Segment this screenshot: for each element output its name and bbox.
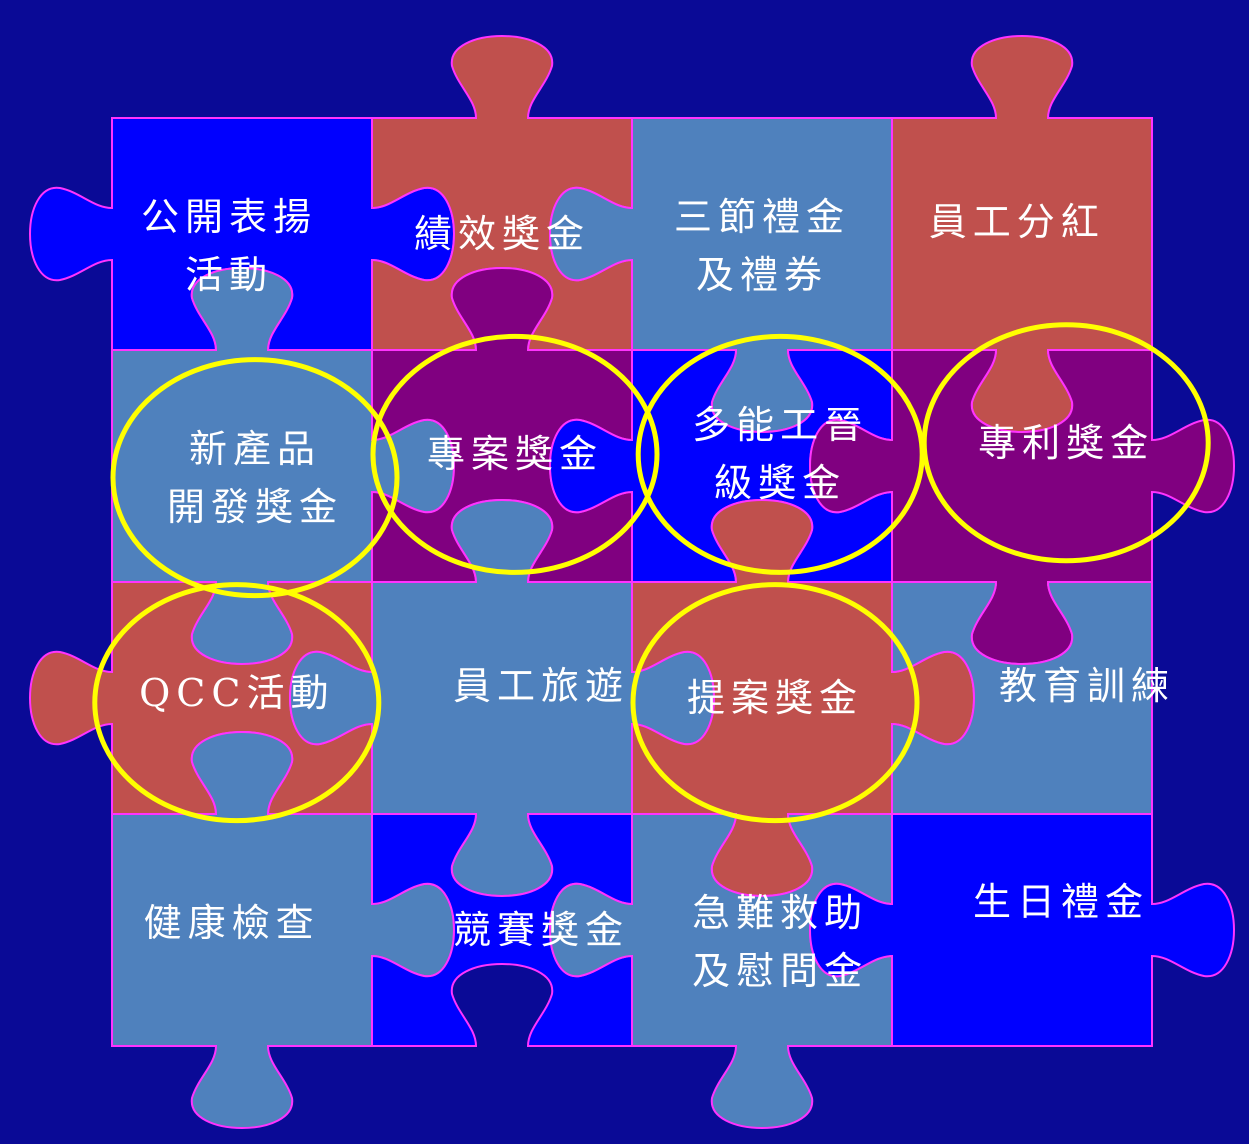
piece-label: 競賽獎金 xyxy=(453,901,629,959)
piece-label: 專利獎金 xyxy=(978,414,1154,472)
piece-label-line: 級獎金 xyxy=(714,461,847,506)
piece-label: 三節禮金及禮券 xyxy=(674,188,850,304)
piece-label: 績效獎金 xyxy=(414,205,590,263)
piece-label-line: 公開表揚 xyxy=(140,194,318,239)
piece-label: 新產品開發獎金 xyxy=(167,420,343,536)
piece-label-line: 及慰問金 xyxy=(692,948,869,993)
piece-label-line: 專利獎金 xyxy=(978,420,1155,465)
piece-label-line: 員工分紅 xyxy=(928,200,1105,245)
piece-label-line: 績效獎金 xyxy=(413,212,591,256)
piece-label: 專案獎金 xyxy=(427,425,603,483)
piece-label-line: 專案獎金 xyxy=(426,432,604,477)
piece-label: 生日禮金 xyxy=(973,873,1149,931)
piece-label: 提案獎金 xyxy=(687,669,863,727)
highlight-circle xyxy=(630,582,920,824)
piece-label: 急難救助及慰問金 xyxy=(692,884,868,1000)
piece-label: 健康檢查 xyxy=(144,894,320,952)
piece-label-line: 開發獎金 xyxy=(166,484,344,529)
piece-label-line: 新產品 xyxy=(188,426,322,471)
highlight-circle xyxy=(110,357,400,599)
highlight-circle xyxy=(92,582,382,824)
piece-label: 員工旅遊 xyxy=(453,657,629,715)
piece-label-line: 教育訓練 xyxy=(998,664,1176,709)
piece-label-line: QCC活動 xyxy=(139,671,335,716)
piece-label-line: 多能工晉 xyxy=(692,403,869,448)
piece-label: 公開表揚活動 xyxy=(141,188,317,304)
highlight-circle xyxy=(635,333,925,575)
piece-label-line: 員工旅遊 xyxy=(452,664,630,709)
piece-label-line: 三節禮金 xyxy=(673,194,851,239)
puzzle-piece xyxy=(809,813,1235,1047)
piece-label-line: 健康檢查 xyxy=(143,901,320,946)
piece-label: 教育訓練 xyxy=(999,657,1175,715)
highlight-circle xyxy=(370,333,660,575)
piece-label: 員工分紅 xyxy=(929,193,1105,251)
piece-label-line: 生日禮金 xyxy=(972,880,1150,925)
piece-label-line: 急難救助 xyxy=(692,890,869,935)
piece-label-line: 競賽獎金 xyxy=(452,908,630,952)
piece-label-line: 及禮券 xyxy=(695,252,829,297)
piece-label: QCC活動 xyxy=(139,664,334,722)
piece-label-line: 提案獎金 xyxy=(686,676,864,720)
highlight-circle xyxy=(921,322,1211,564)
piece-label: 多能工晉級獎金 xyxy=(692,396,868,512)
piece-label-line: 活動 xyxy=(184,252,274,297)
